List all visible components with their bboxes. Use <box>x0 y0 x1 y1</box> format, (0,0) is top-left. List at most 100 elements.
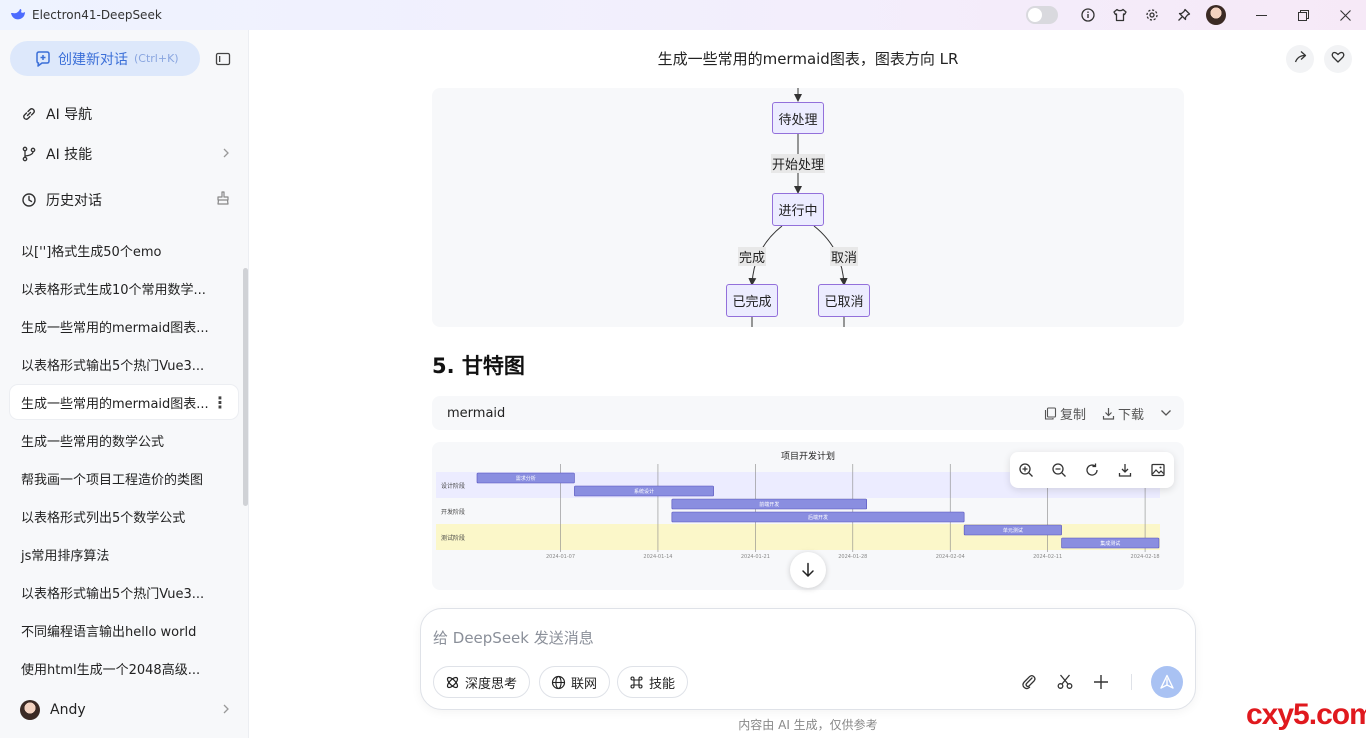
history-icon <box>20 191 38 209</box>
history-item[interactable]: 以表格形式输出5个热门Vue3... <box>10 575 238 609</box>
deep-think-label: 深度思考 <box>465 676 518 692</box>
scissors-icon[interactable] <box>1054 671 1076 693</box>
history-item-label: 以表格形式生成10个常用数学... <box>21 282 206 298</box>
send-button[interactable] <box>1151 666 1183 698</box>
sidebar-toggle-icon[interactable] <box>214 50 232 68</box>
history-item-label: 以表格形式输出5个热门Vue3... <box>21 358 205 374</box>
main-content: 生成一些常用的mermaid图表，图表方向 LR 待处理 开始处理 进行中 完成… <box>250 30 1366 738</box>
chevron-right-icon <box>222 702 230 718</box>
history-item[interactable]: 以表格形式输出5个热门Vue3... <box>10 347 238 381</box>
flow-node-cancelled: 已取消 <box>818 284 870 317</box>
diagram-toolbar <box>1010 452 1174 488</box>
share-button[interactable] <box>1286 45 1314 73</box>
avatar <box>20 700 40 720</box>
new-chat-button[interactable]: 创建新对话 (Ctrl+K) <box>10 41 200 76</box>
history-item[interactable]: 以表格形式列出5个数学公式 <box>10 499 238 533</box>
code-block-header: mermaid 复制 下载 <box>432 396 1184 430</box>
copy-button[interactable]: 复制 <box>1044 404 1086 423</box>
history-item[interactable]: js常用排序算法 <box>10 537 238 571</box>
info-icon[interactable] <box>1072 0 1104 30</box>
history-item-label: js常用排序算法 <box>21 548 110 564</box>
sidebar: 创建新对话 (Ctrl+K) AI 导航 AI 技能 历史对话 以['']格式生… <box>0 30 249 738</box>
zoom-in-icon[interactable] <box>1017 461 1035 479</box>
gantt-task-label: 前端开发 <box>759 501 779 508</box>
new-chat-label: 创建新对话 <box>58 51 128 68</box>
message-composer: 给 DeepSeek 发送消息 深度思考 联网 技能 <box>420 608 1196 710</box>
flow-edge-label-complete: 完成 <box>738 247 767 266</box>
history-item[interactable]: 生成一些常用的mermaid图表... <box>10 309 238 343</box>
sidebar-item-label: AI 导航 <box>46 107 93 123</box>
window-title: Electron41-DeepSeek <box>32 8 162 22</box>
scroll-to-bottom-button[interactable] <box>790 552 826 588</box>
zoom-out-icon[interactable] <box>1050 461 1068 479</box>
plus-icon[interactable] <box>1090 671 1112 693</box>
gantt-task-label: 集成测试 <box>1100 540 1120 547</box>
sidebar-scrollbar[interactable] <box>243 268 248 506</box>
settings-icon[interactable] <box>1136 0 1168 30</box>
sidebar-item-history[interactable]: 历史对话 <box>20 190 230 210</box>
history-item[interactable]: 以表格形式生成10个常用数学... <box>10 271 238 305</box>
arrow-down-icon <box>802 562 814 578</box>
gantt-section-label: 设计阶段 <box>441 482 465 490</box>
atom-icon <box>444 674 460 690</box>
share-icon <box>1293 50 1307 68</box>
history-item-label: 以['']格式生成50个emo <box>21 244 162 260</box>
history-item-active[interactable]: 生成一些常用的mermaid图表... ⋮ <box>10 385 238 419</box>
reset-icon[interactable] <box>1083 461 1101 479</box>
gantt-task-label: 后端开发 <box>808 514 828 521</box>
send-icon <box>1160 674 1174 689</box>
title-bar: Electron41-DeepSeek <box>0 0 1366 30</box>
ai-disclaimer: 内容由 AI 生成，仅供参考 <box>738 718 878 732</box>
skills-button[interactable]: 技能 <box>617 666 689 698</box>
composer-divider <box>1131 674 1132 690</box>
gantt-tick-label: 2024-01-21 <box>741 554 770 560</box>
history-item-label: 使用html生成一个2048高级... <box>21 662 201 678</box>
chevron-right-icon <box>222 146 230 162</box>
gantt-task-label: 需求分析 <box>516 475 536 482</box>
history-item[interactable]: 不同编程语言输出hello world <box>10 613 238 647</box>
flowchart-diagram: 待处理 开始处理 进行中 完成 取消 已完成 已取消 <box>432 88 1184 327</box>
history-item-label: 生成一些常用的mermaid图表... <box>21 396 209 412</box>
sidebar-item-ai-skills[interactable]: AI 技能 <box>20 144 230 164</box>
history-item-label: 帮我画一个项目工程造价的类图 <box>21 472 204 488</box>
history-item-label: 生成一些常用的mermaid图表... <box>21 320 209 336</box>
gantt-task-bar <box>1061 537 1160 549</box>
heart-icon <box>1331 50 1345 68</box>
close-icon[interactable] <box>1324 0 1366 30</box>
gantt-tick-label: 2024-01-14 <box>643 554 672 560</box>
broom-icon[interactable] <box>216 191 230 209</box>
gantt-task-bar <box>963 524 1062 536</box>
site-watermark: cxy5.com <box>1246 698 1366 731</box>
download-icon[interactable] <box>1116 461 1134 479</box>
message-input[interactable]: 给 DeepSeek 发送消息 <box>433 629 594 647</box>
flow-node-pending: 待处理 <box>772 102 824 134</box>
deep-think-button[interactable]: 深度思考 <box>433 666 531 698</box>
gantt-task-label: 系统设计 <box>634 488 654 495</box>
gantt-tick-label: 2024-02-04 <box>936 554 965 560</box>
gantt-task-label: 单元测试 <box>1003 527 1023 534</box>
web-search-button[interactable]: 联网 <box>539 666 611 698</box>
export-image-icon[interactable] <box>1149 461 1167 479</box>
download-button[interactable]: 下载 <box>1102 404 1144 423</box>
minimize-icon[interactable] <box>1240 0 1282 30</box>
code-language: mermaid <box>447 405 506 421</box>
pin-icon[interactable] <box>1168 0 1200 30</box>
history-item[interactable]: 生成一些常用的数学公式 <box>10 423 238 457</box>
user-profile-row[interactable]: Andy <box>20 698 230 722</box>
history-item-label: 以表格形式输出5个热门Vue3... <box>21 586 205 602</box>
deepseek-logo-icon <box>10 7 26 23</box>
sidebar-item-ai-nav[interactable]: AI 导航 <box>20 104 230 124</box>
attach-icon[interactable] <box>1018 671 1040 693</box>
favorite-button[interactable] <box>1324 45 1352 73</box>
copy-label: 复制 <box>1059 407 1086 423</box>
restore-icon[interactable] <box>1282 0 1324 30</box>
more-options-icon[interactable]: ⋮ <box>212 392 228 412</box>
gantt-tick-label: 2024-02-11 <box>1033 554 1062 560</box>
history-item[interactable]: 以['']格式生成50个emo <box>10 233 238 267</box>
shirt-icon[interactable] <box>1104 0 1136 30</box>
collapse-button[interactable] <box>1160 407 1172 419</box>
user-avatar-icon[interactable] <box>1206 5 1226 25</box>
history-item[interactable]: 帮我画一个项目工程造价的类图 <box>10 461 238 495</box>
theme-toggle[interactable] <box>1026 6 1058 24</box>
history-item[interactable]: 使用html生成一个2048高级... <box>10 651 238 685</box>
